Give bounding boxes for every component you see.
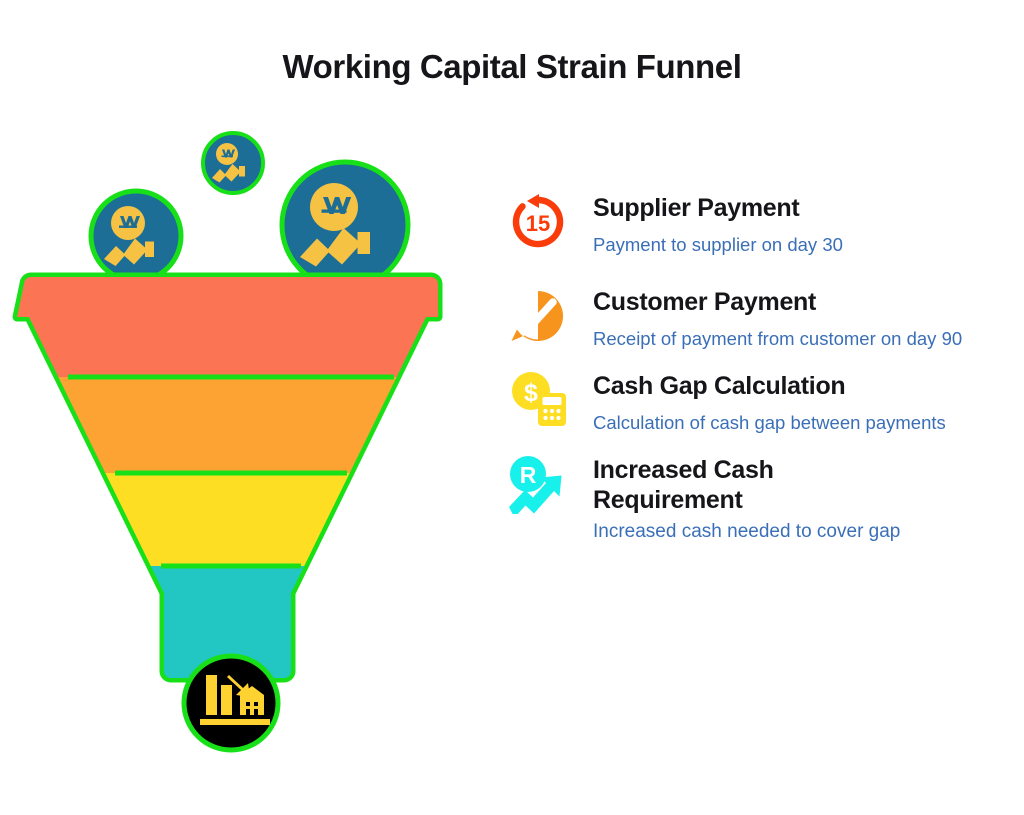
rand-growth-arrow-icon: R xyxy=(505,452,571,520)
legend-item-description: Calculation of cash gap between payments xyxy=(593,411,946,433)
funnel-graphic xyxy=(0,110,500,770)
legend-text-block: Cash Gap Calculation Calculation of cash… xyxy=(571,368,1010,435)
rand-badge-value: R xyxy=(520,462,537,488)
legend-item-description: Payment to supplier on day 30 xyxy=(593,233,843,255)
funnel-band-2 xyxy=(17,377,438,473)
funnel-band-1 xyxy=(17,277,438,377)
legend-text-block: Supplier Payment Payment to supplier on … xyxy=(571,190,1010,257)
growth-arrow-shape xyxy=(509,475,562,514)
legend-text-block: Customer Payment Receipt of payment from… xyxy=(571,284,1010,351)
funnel-band-3 xyxy=(17,473,438,566)
rewind-15-icon: 15 xyxy=(505,190,571,258)
legend-item-title: Supplier Payment xyxy=(593,194,800,222)
rewind-badge-value: 15 xyxy=(526,211,550,236)
legend-item-increased-cash-requirement[interactable]: R Increased Cash Requirement Increased c… xyxy=(505,452,1010,544)
legend-item-supplier-payment[interactable]: 15 Supplier Payment Payment to supplier … xyxy=(505,190,1010,258)
funnel-svg xyxy=(12,131,443,753)
legend-item-title: Cash Gap Calculation xyxy=(593,372,846,400)
legend-item-title: Customer Payment xyxy=(593,288,817,316)
legend-item-customer-payment[interactable]: Customer Payment Receipt of payment from… xyxy=(505,284,1010,352)
won-growth-coin-left xyxy=(88,188,184,284)
declining-bar-chart-icon xyxy=(181,653,281,753)
legend-item-description: Receipt of payment from customer on day … xyxy=(593,327,963,349)
legend-item-description: Increased cash needed to cover gap xyxy=(593,521,901,542)
coin-calculator-icon: $ xyxy=(505,368,571,436)
legend-item-cash-gap-calculation[interactable]: $ Cash Gap Calculation Calculation of ca… xyxy=(505,368,1010,436)
won-growth-coin-center xyxy=(201,131,265,195)
legend-text-block: Increased Cash Requirement Increased cas… xyxy=(571,452,1010,544)
legend-list: 15 Supplier Payment Payment to supplier … xyxy=(505,190,1010,564)
dollar-badge-value: $ xyxy=(524,379,538,407)
chat-check-icon xyxy=(505,284,571,352)
won-growth-coin-right xyxy=(279,159,411,291)
page-title: Working Capital Strain Funnel xyxy=(282,48,742,85)
rand-coin-shape xyxy=(510,456,546,492)
funnel-band-separators xyxy=(68,374,394,569)
legend-item-title: Increased Cash Requirement xyxy=(593,456,774,514)
